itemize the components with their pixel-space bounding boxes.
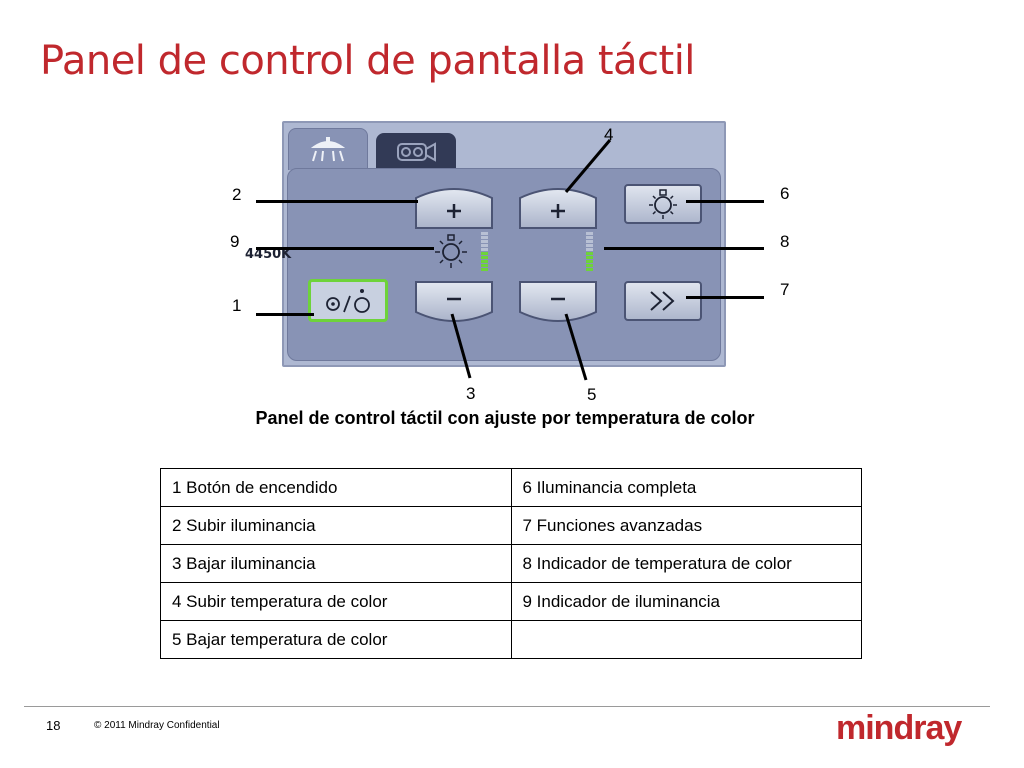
- legend-cell: 9 Indicador de iluminancia: [510, 582, 862, 621]
- illuminance-level-bar: [481, 232, 488, 271]
- level-segment: [481, 232, 488, 235]
- legend-table: 1 Botón de encendido 6 Iluminancia compl…: [160, 468, 862, 659]
- level-segment: [481, 244, 488, 247]
- legend-cell: 6 Iluminancia completa: [510, 468, 862, 507]
- plus-icon: [415, 188, 493, 229]
- callout-line-6: [686, 200, 764, 203]
- callout-line-8: [604, 247, 764, 250]
- level-segment: [481, 260, 488, 263]
- illuminance-down-button[interactable]: [414, 280, 494, 324]
- callout-number: 2: [232, 185, 242, 204]
- sun-icon: [435, 234, 467, 268]
- full-illuminance-button[interactable]: [624, 184, 702, 224]
- minus-icon: [415, 281, 493, 322]
- level-segment: [481, 236, 488, 239]
- level-segment: [481, 268, 488, 271]
- level-segment: [481, 252, 488, 255]
- table-row: 1 Botón de encendido 6 Iluminancia compl…: [160, 468, 862, 507]
- legend-cell: 7 Funciones avanzadas: [510, 506, 862, 545]
- plus-icon: [519, 188, 597, 229]
- callout-number: 3: [466, 384, 476, 403]
- slide-title: Panel de control de pantalla táctil: [40, 38, 695, 84]
- surgical-light-icon: [310, 136, 346, 161]
- footer-divider: [24, 706, 990, 707]
- callout-line-4: [564, 139, 612, 193]
- figure-caption: Panel de control táctil con ajuste por t…: [255, 408, 755, 428]
- legend-cell: 5 Bajar temperatura de color: [160, 620, 512, 659]
- callout-number: 8: [780, 232, 790, 251]
- legend-cell: 4 Subir temperatura de color: [160, 582, 512, 621]
- callout-line-2: [256, 200, 418, 203]
- table-row: 3 Bajar iluminancia 8 Indicador de tempe…: [160, 544, 862, 583]
- callout-line-7: [686, 296, 764, 299]
- tab-lamp[interactable]: [288, 128, 368, 170]
- table-row: 5 Bajar temperatura de color: [160, 620, 862, 659]
- callout-number: 9: [230, 232, 240, 251]
- legend-cell: 8 Indicador de temperatura de color: [510, 544, 862, 583]
- callout-number: 7: [780, 280, 790, 299]
- color-temperature-readout: 4450K: [245, 247, 292, 262]
- level-segment: [586, 232, 593, 235]
- table-row: 2 Subir iluminancia 7 Funciones avanzada…: [160, 506, 862, 545]
- lamp-icon: [649, 189, 677, 219]
- legend-cell: [510, 620, 862, 659]
- double-chevron-right-icon: [650, 291, 675, 311]
- illuminance-up-button[interactable]: [414, 186, 494, 230]
- temperature-down-button[interactable]: [518, 280, 598, 324]
- callout-line-1: [256, 313, 314, 316]
- table-row: 4 Subir temperatura de color 9 Indicador…: [160, 582, 862, 621]
- advanced-functions-button[interactable]: [624, 281, 702, 321]
- level-segment: [481, 256, 488, 259]
- callout-number: 4: [604, 125, 614, 144]
- callout-line-3: [450, 313, 472, 379]
- level-segment: [586, 264, 593, 267]
- camera-icon: [397, 141, 436, 162]
- level-segment: [481, 248, 488, 251]
- callout-number: 1: [232, 296, 242, 315]
- callout-number: 5: [587, 385, 597, 404]
- level-segment: [481, 264, 488, 267]
- tab-camera[interactable]: [376, 133, 456, 170]
- level-segment: [586, 236, 593, 239]
- callout-diagonals: [450, 139, 612, 381]
- mindray-logo: mindray: [836, 705, 976, 756]
- power-button[interactable]: [308, 279, 388, 322]
- level-segment: [586, 260, 593, 263]
- level-segment: [481, 240, 488, 243]
- minus-icon: [519, 281, 597, 322]
- copyright-notice: © 2011 Mindray Confidential: [94, 720, 220, 731]
- callout-line-5: [564, 313, 588, 381]
- page-number: 18: [46, 718, 61, 733]
- legend-cell: 3 Bajar iluminancia: [160, 544, 512, 583]
- illuminance-indicator: [430, 232, 472, 272]
- mindray-logo-mark: mindray: [836, 709, 963, 747]
- temperature-up-button[interactable]: [518, 186, 598, 230]
- callout-number: 6: [780, 184, 790, 203]
- level-segment: [586, 256, 593, 259]
- level-segment: [586, 248, 593, 251]
- color-temperature-level-bar: [586, 232, 593, 271]
- svg-text:mindray: mindray: [836, 709, 962, 747]
- power-standby-icon: [326, 288, 370, 313]
- legend-cell: 2 Subir iluminancia: [160, 506, 512, 545]
- level-segment: [586, 268, 593, 271]
- level-segment: [586, 240, 593, 243]
- level-segment: [586, 244, 593, 247]
- legend-cell: 1 Botón de encendido: [160, 468, 512, 507]
- callout-line-9: [256, 247, 434, 250]
- level-segment: [586, 252, 593, 255]
